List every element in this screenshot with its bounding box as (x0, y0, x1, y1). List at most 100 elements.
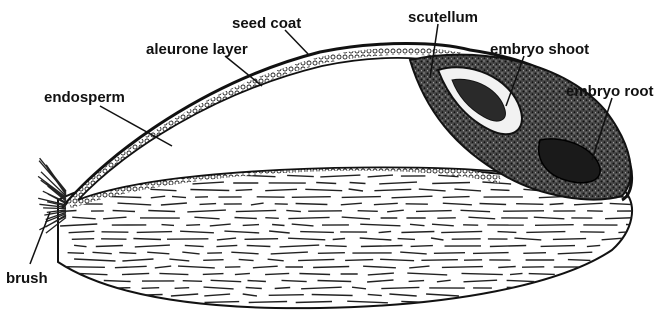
fiber-dash (568, 260, 591, 261)
fiber-dash (358, 211, 378, 212)
fiber-dash (516, 204, 543, 205)
fiber-dash (162, 225, 175, 226)
fiber-dash (71, 294, 111, 295)
fiber-dash (480, 204, 507, 205)
fiber-dash (152, 302, 171, 303)
fiber-dash (200, 204, 217, 205)
fiber-dash (498, 267, 516, 268)
fiber-dash (203, 274, 224, 275)
fiber-dash (318, 281, 352, 282)
fiber-dash (529, 274, 555, 275)
fiber-dash (313, 267, 349, 268)
fiber-dash (137, 232, 172, 233)
fiber-dash (183, 281, 202, 282)
fiber-dash (490, 246, 526, 247)
leader-brush (30, 212, 50, 264)
leader-seed-coat (285, 30, 310, 56)
fiber-dash (361, 246, 403, 247)
fiber-dash (272, 225, 284, 226)
fiber-dash (541, 280, 579, 281)
fiber-dash (312, 295, 353, 296)
fiber-dash (275, 288, 291, 289)
fiber-dash (626, 267, 657, 268)
fiber-dash (186, 225, 200, 226)
fiber-dash (432, 183, 470, 184)
fiber-dash (553, 239, 586, 240)
fiber-dash (203, 260, 223, 261)
brush-hair (43, 208, 66, 209)
fiber-dash (292, 197, 331, 198)
fiber-dash (299, 274, 330, 275)
label-seed-coat: seed coat (232, 15, 301, 32)
fiber-dash (247, 246, 271, 247)
fiber-dash (65, 267, 105, 268)
fiber-dash (175, 288, 190, 289)
fiber-dash (72, 239, 94, 240)
fiber-dash (119, 253, 136, 254)
fiber-dash (96, 246, 123, 247)
fiber-dash (473, 253, 509, 254)
fiber-dash (541, 246, 575, 247)
fiber-dash (535, 225, 574, 226)
fiber-dash (124, 301, 137, 303)
fiber-dash (551, 287, 573, 289)
fiber-dash (421, 260, 458, 261)
fiber-dash (434, 253, 465, 254)
fiber-dash (498, 232, 517, 233)
fiber-dash (601, 266, 618, 267)
fiber-dash (104, 281, 131, 282)
fiber-dash (269, 295, 304, 296)
fiber-dash (342, 197, 381, 198)
fiber-dash (68, 253, 84, 254)
fiber-dash (249, 302, 287, 303)
fiber-dash (110, 197, 141, 198)
fiber-dash (491, 190, 510, 191)
fiber-dash (133, 239, 161, 240)
fiber-dash (523, 253, 546, 254)
label-endosperm: endosperm (44, 89, 125, 106)
fiber-dash (246, 288, 262, 289)
fiber-dash (248, 281, 266, 282)
fiber-dash (398, 239, 415, 240)
fiber-dash (325, 246, 347, 247)
leader-aleurone-layer (225, 56, 262, 86)
fiber-dash (245, 239, 279, 240)
fiber-dash (142, 288, 160, 289)
fiber-dash (589, 281, 607, 282)
fiber-dash (296, 302, 332, 303)
fiber-dash (68, 288, 96, 289)
fiber-dash (235, 218, 257, 219)
fiber-dash (333, 239, 345, 240)
fiber-dash (300, 232, 334, 233)
fiber-dash (550, 204, 564, 205)
fiber-dash (626, 225, 661, 226)
label-embryo-root: embryo root (566, 83, 654, 100)
label-brush: brush (6, 270, 48, 287)
fiber-dash (236, 190, 253, 191)
fiber-dash (265, 218, 279, 219)
fiber-dash (526, 232, 565, 233)
fiber-dash (296, 204, 328, 205)
fiber-dash (553, 301, 583, 302)
fiber-dash (350, 183, 366, 184)
fiber-dash (443, 197, 470, 198)
fiber-dash (148, 211, 175, 212)
fiber-dash (205, 302, 240, 303)
fiber-dash (345, 260, 373, 261)
fiber-dash (401, 232, 434, 233)
fiber-dash (409, 281, 425, 282)
fiber-dash (190, 190, 229, 191)
fiber-dash (598, 301, 634, 303)
fiber-dash (598, 259, 614, 260)
fiber-dash (411, 246, 433, 247)
label-scutellum: scutellum (408, 9, 478, 26)
fiber-dash (316, 183, 336, 184)
fiber-dash (113, 211, 135, 212)
fiber-dash (416, 211, 452, 212)
fiber-dash (442, 267, 483, 268)
label-embryo-shoot: embryo shoot (490, 41, 589, 58)
fiber-dash (70, 280, 90, 282)
fiber-dash (618, 280, 657, 282)
fiber-dash (570, 273, 605, 275)
